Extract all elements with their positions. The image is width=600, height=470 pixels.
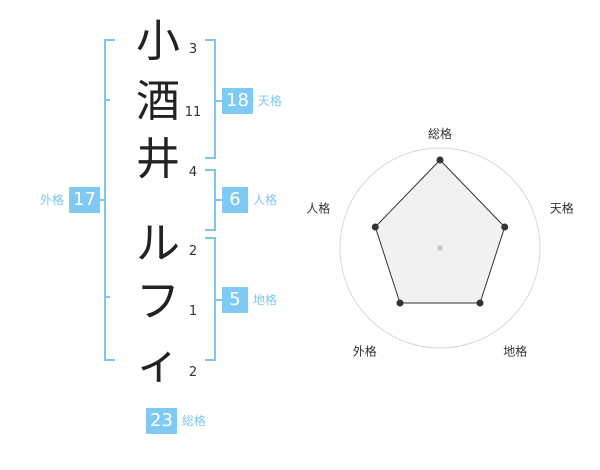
radar-point-3 — [476, 299, 484, 307]
name-char-1: 小 — [136, 16, 180, 67]
name-char-4: ル — [136, 218, 180, 269]
stroke-count-2: 11 — [184, 105, 202, 120]
radar-point-4 — [396, 299, 404, 307]
name-char-6: ィ — [136, 338, 180, 389]
stroke-count-1: 3 — [188, 42, 198, 57]
jinkaku-group: 6 人格 — [222, 187, 277, 213]
chikaku-label: 地格 — [253, 293, 278, 307]
radar-point-2 — [501, 223, 509, 231]
gaikaku-bracket — [104, 39, 115, 361]
soukaku-group: 23 総格 — [146, 408, 206, 434]
radar-points — [371, 156, 509, 307]
tenkaku-label: 天格 — [257, 94, 282, 108]
bracket-lines — [100, 39, 222, 361]
tenkaku-group: 18 天格 — [222, 88, 282, 114]
soukaku-value: 23 — [146, 408, 177, 434]
chikaku-value: 5 — [222, 287, 248, 313]
gaikaku-label: 外格 — [40, 193, 65, 207]
radar-axis-label-3: 地格 — [503, 344, 527, 359]
stroke-count-6: 2 — [188, 365, 198, 380]
radar-axis-label-5: 人格 — [306, 200, 330, 215]
radar-center-dot — [437, 245, 443, 251]
radar-point-5 — [371, 223, 379, 231]
gaikaku-value: 17 — [69, 187, 100, 213]
jinkaku-label: 人格 — [253, 193, 278, 207]
radar-axis-label-1: 総格 — [428, 126, 452, 141]
jinkaku-value: 6 — [222, 187, 248, 213]
radar-axis-label-2: 天格 — [550, 200, 574, 215]
name-char-2: 酒 — [136, 76, 180, 127]
name-char-5: フ — [136, 276, 180, 327]
radar-polygon — [374, 159, 506, 304]
stroke-count-5: 1 — [188, 304, 198, 319]
stroke-count-3: 4 — [188, 165, 198, 180]
name-char-3: 井 — [136, 134, 180, 185]
soukaku-label: 総格 — [181, 414, 206, 428]
stroke-count-4: 2 — [188, 244, 198, 259]
radar-axis-label-4: 外格 — [353, 344, 377, 359]
tenkaku-value: 18 — [222, 88, 253, 114]
radar-point-1 — [436, 156, 444, 164]
tenkaku-bracket — [205, 39, 216, 159]
gaikaku-group: 外格 17 — [40, 187, 100, 213]
chikaku-bracket — [205, 237, 216, 361]
jinkaku-bracket — [205, 169, 216, 231]
chikaku-group: 5 地格 — [222, 287, 277, 313]
